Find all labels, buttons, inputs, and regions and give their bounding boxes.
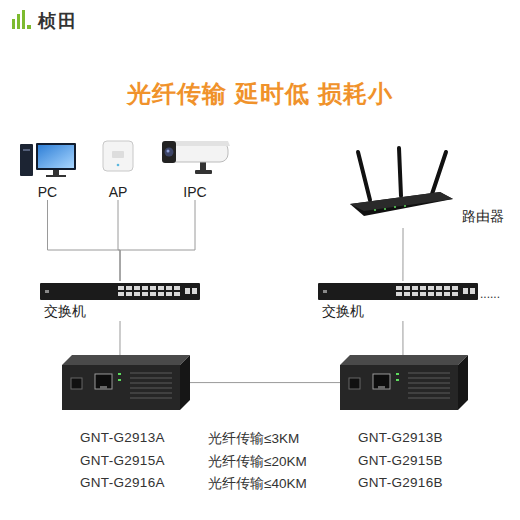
device-box: PC — [15, 138, 80, 200]
cable-line — [402, 228, 403, 281]
switch-icon — [40, 283, 200, 300]
device-box: IPC — [158, 138, 232, 200]
device-label: PC — [38, 184, 57, 200]
logo-text: 桢田 — [38, 9, 78, 33]
converter-icon — [62, 355, 190, 410]
router-box: 路由器 — [345, 146, 508, 228]
title: 光纤传输 延时低 损耗小 — [0, 78, 520, 110]
device-label: AP — [109, 184, 128, 200]
model-number: GNT-G2915B — [358, 450, 443, 473]
model-number: GNT-G2916A — [80, 472, 165, 495]
device-label: 路由器 — [462, 208, 504, 224]
model-number: GNT-G2915A — [80, 450, 165, 473]
ellipsis: ...... — [480, 287, 500, 301]
device-label: IPC — [183, 184, 206, 200]
logo-icon — [12, 10, 31, 29]
pc-icon — [20, 143, 76, 177]
converter-box: GNT-G2913BGNT-G2915BGNT-G2916B — [340, 355, 468, 495]
switch-icon — [318, 283, 478, 300]
converter-box: GNT-G2913AGNT-G2915AGNT-G2916A — [62, 355, 190, 495]
cable-line — [119, 321, 120, 355]
device-label: 交换机 — [322, 303, 364, 319]
distance-note: 光纤传输≤40KM — [208, 473, 307, 496]
model-number: GNT-G2913A — [80, 427, 165, 450]
router-icon — [350, 148, 453, 216]
device-label: 交换机 — [44, 303, 86, 319]
cable-line — [190, 382, 340, 383]
model-number: GNT-G2916B — [358, 472, 443, 495]
converter-icon — [340, 355, 468, 410]
cable-line — [48, 200, 121, 281]
switch-box: 交换机 — [318, 281, 475, 321]
ap-icon — [103, 141, 133, 171]
device-box: AP — [98, 138, 138, 200]
cable-line — [402, 321, 403, 355]
model-number: GNT-G2913B — [358, 427, 443, 450]
distance-note: 光纤传输≤3KM — [208, 428, 299, 451]
camera-icon — [162, 141, 230, 174]
switch-box: 交换机 — [40, 281, 205, 321]
cable-line — [120, 200, 195, 281]
distance-note: 光纤传输≤20KM — [208, 451, 307, 474]
